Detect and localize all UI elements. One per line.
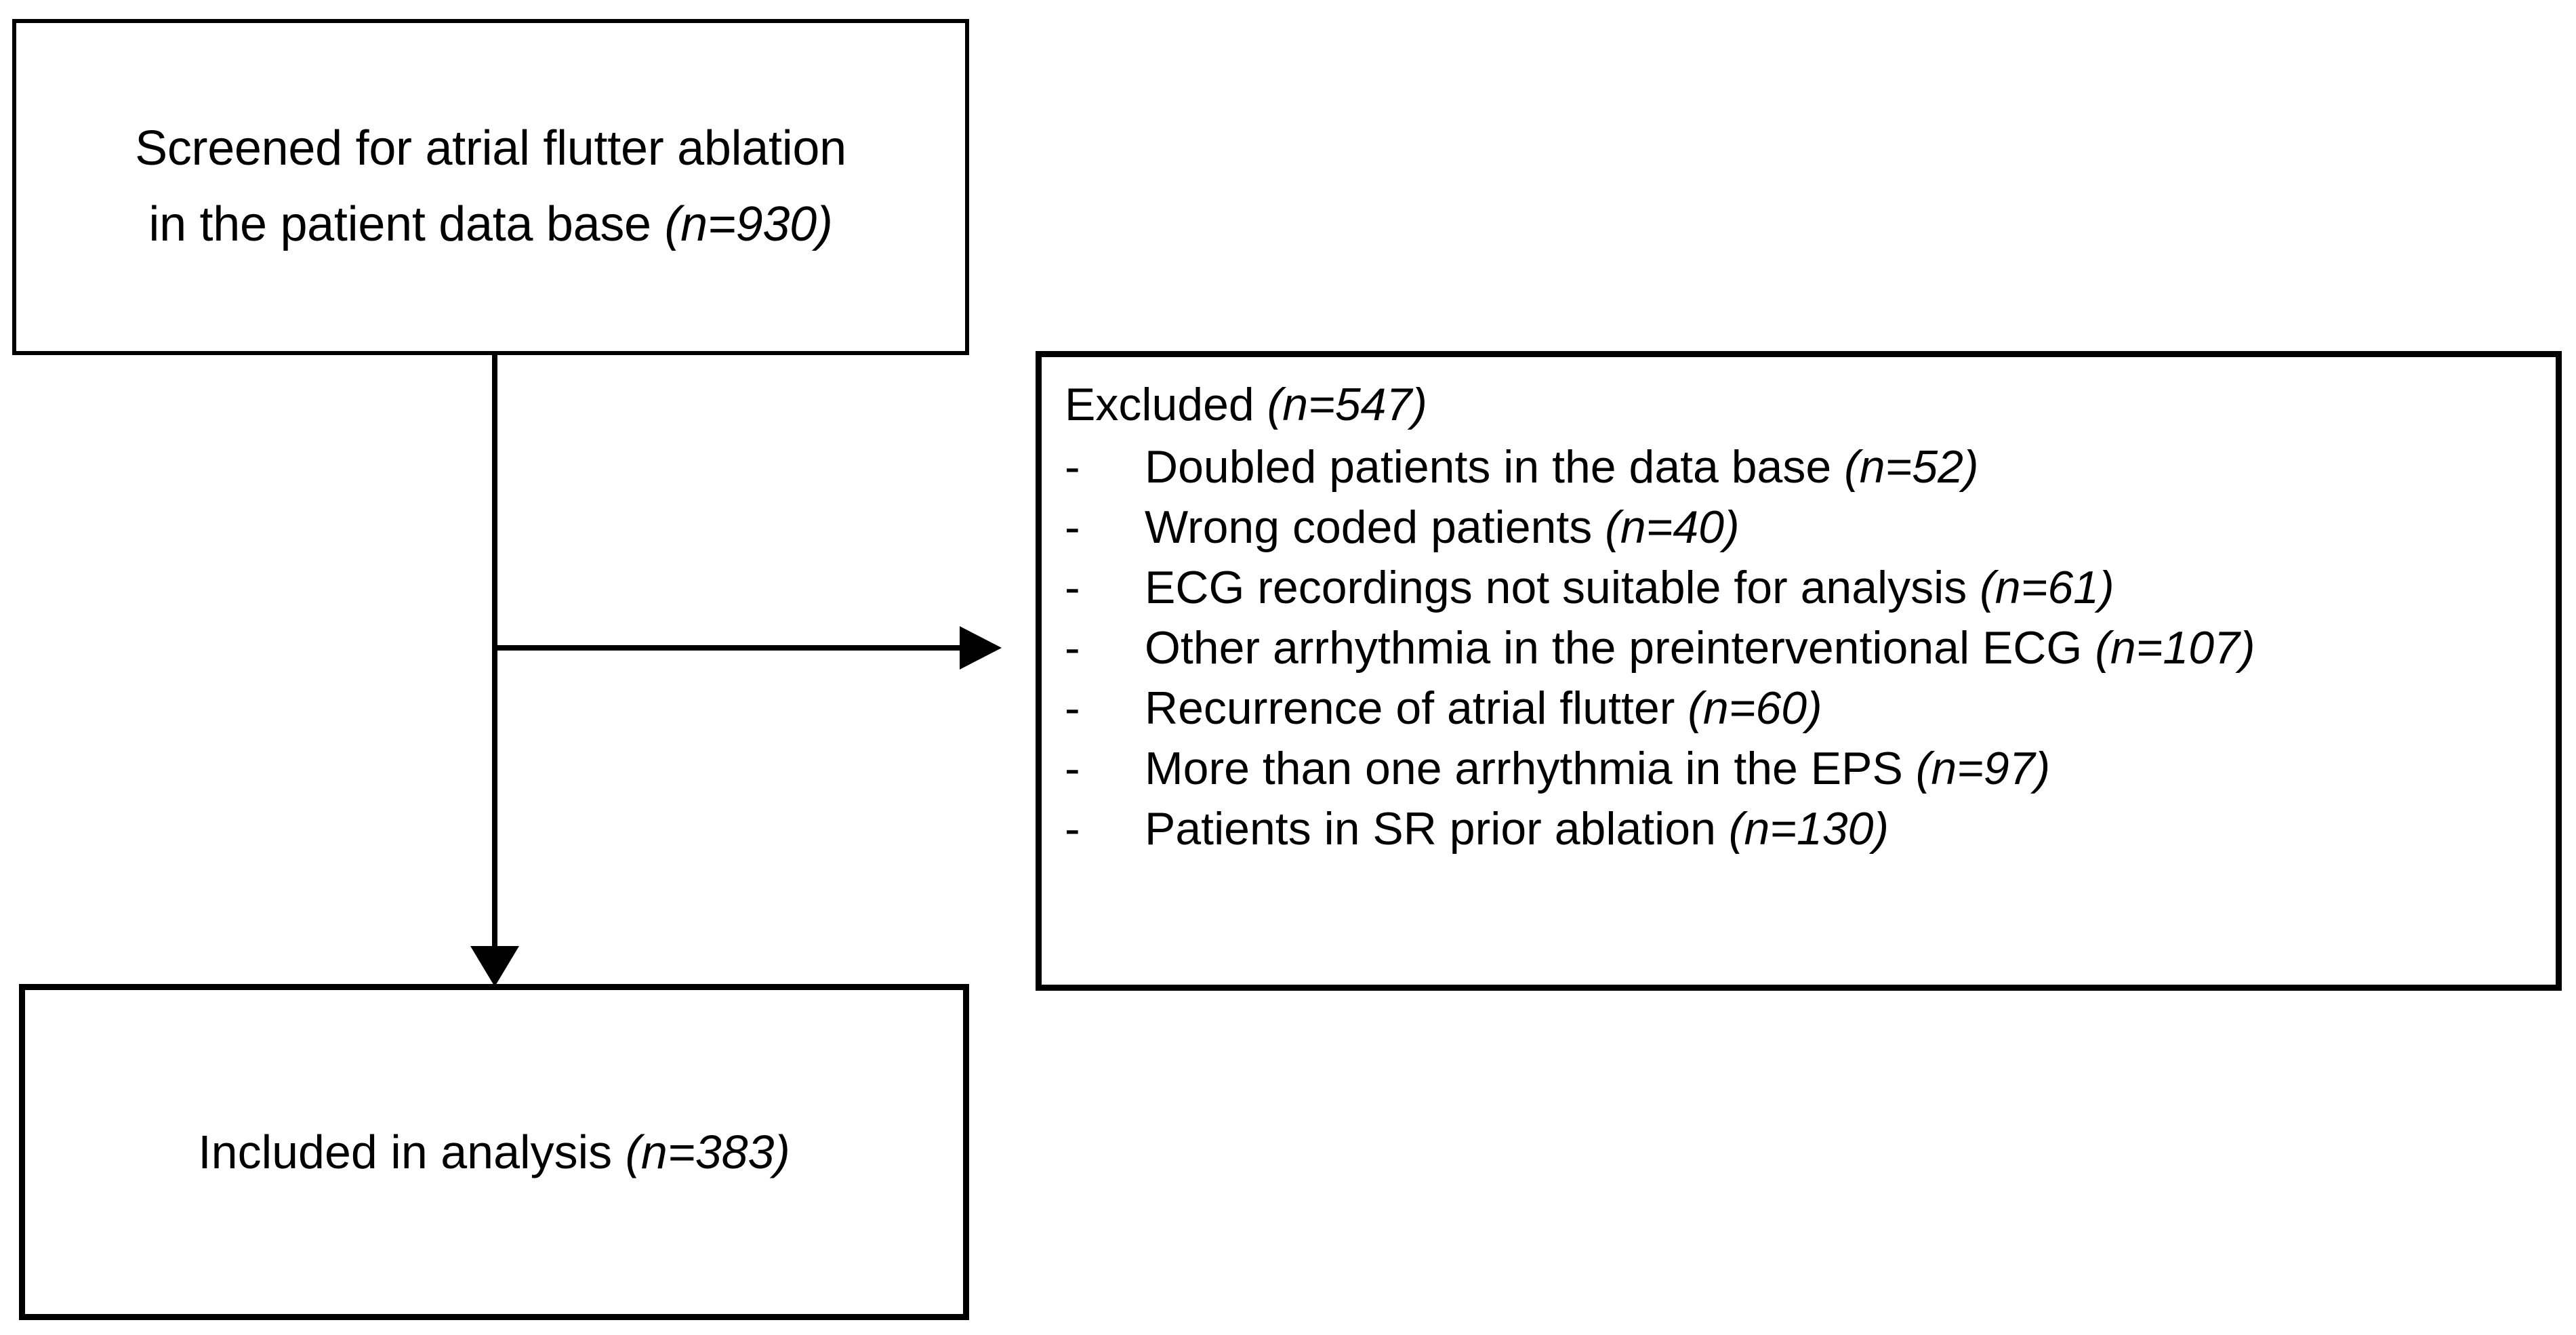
list-item-count: (n=97) xyxy=(1915,743,2051,794)
connector-screened-to-included-line xyxy=(492,355,497,947)
list-item-count: (n=52) xyxy=(1844,441,1979,493)
list-item-label: Wrong coded patients xyxy=(1145,501,1606,553)
bullet-dash-icon: - xyxy=(1065,743,1080,794)
list-item-text: ECG recordings not suitable for analysis… xyxy=(1145,564,2114,611)
list-item-text: Wrong coded patients (n=40) xyxy=(1145,504,1740,550)
list-item-count: (n=61) xyxy=(1980,562,2114,613)
node-screened-line2: in the patient data base xyxy=(148,197,665,251)
list-item-label: ECG recordings not suitable for analysis xyxy=(1145,562,1980,613)
list-item: - More than one arrhythmia in the EPS (n… xyxy=(1065,745,2556,792)
list-item-label: More than one arrhythmia in the EPS xyxy=(1145,743,1916,794)
bullet-dash-icon: - xyxy=(1065,622,1080,674)
bullet-dash-icon: - xyxy=(1065,803,1080,855)
bullet-dash-icon: - xyxy=(1065,682,1080,734)
list-item-text: Patients in SR prior ablation (n=130) xyxy=(1145,806,1889,852)
list-item: - ECG recordings not suitable for analys… xyxy=(1065,564,2556,611)
list-item-count: (n=107) xyxy=(2095,622,2255,674)
node-included-text: Included in analysis (n=383) xyxy=(198,1117,790,1188)
node-included-label: Included in analysis xyxy=(198,1125,626,1178)
node-excluded-title: Excluded (n=547) xyxy=(1065,382,2556,428)
node-included: Included in analysis (n=383) xyxy=(19,984,969,1320)
list-item: - Other arrhythmia in the preinterventio… xyxy=(1065,625,2556,671)
node-included-count: (n=383) xyxy=(625,1125,790,1178)
arrowhead-down-icon xyxy=(470,946,519,987)
list-item-label: Doubled patients in the data base xyxy=(1145,441,1845,493)
connector-screened-to-excluded-line xyxy=(495,645,964,651)
excluded-reason-list: - Doubled patients in the data base (n=5… xyxy=(1065,444,2556,852)
list-item-text: More than one arrhythmia in the EPS (n=9… xyxy=(1145,745,2050,792)
node-excluded-title-label: Excluded xyxy=(1065,379,1267,430)
list-item: - Wrong coded patients (n=40) xyxy=(1065,504,2556,550)
node-screened-text: Screened for atrial flutter ablation in … xyxy=(135,111,846,262)
list-item-text: Doubled patients in the data base (n=52) xyxy=(1145,444,1979,490)
list-item-count: (n=40) xyxy=(1605,501,1740,553)
list-item-count: (n=60) xyxy=(1688,682,1822,734)
node-excluded: Excluded (n=547) - Doubled patients in t… xyxy=(1036,351,2562,991)
node-screened-count: (n=930) xyxy=(664,197,833,251)
node-excluded-count: (n=547) xyxy=(1267,379,1427,430)
arrowhead-right-icon xyxy=(960,626,1002,670)
bullet-dash-icon: - xyxy=(1065,501,1080,553)
list-item: - Recurrence of atrial flutter (n=60) xyxy=(1065,685,2556,731)
list-item-text: Recurrence of atrial flutter (n=60) xyxy=(1145,685,1822,731)
list-item-count: (n=130) xyxy=(1728,803,1889,855)
list-item: - Patients in SR prior ablation (n=130) xyxy=(1065,806,2556,852)
list-item-label: Patients in SR prior ablation xyxy=(1145,803,1729,855)
list-item-label: Recurrence of atrial flutter xyxy=(1145,682,1688,734)
bullet-dash-icon: - xyxy=(1065,562,1080,613)
list-item: - Doubled patients in the data base (n=5… xyxy=(1065,444,2556,490)
list-item-label: Other arrhythmia in the preinterventiona… xyxy=(1145,622,2095,674)
node-screened: Screened for atrial flutter ablation in … xyxy=(12,19,969,355)
bullet-dash-icon: - xyxy=(1065,441,1080,493)
list-item-text: Other arrhythmia in the preinterventiona… xyxy=(1145,625,2255,671)
node-screened-line1: Screened for atrial flutter ablation xyxy=(135,121,846,176)
